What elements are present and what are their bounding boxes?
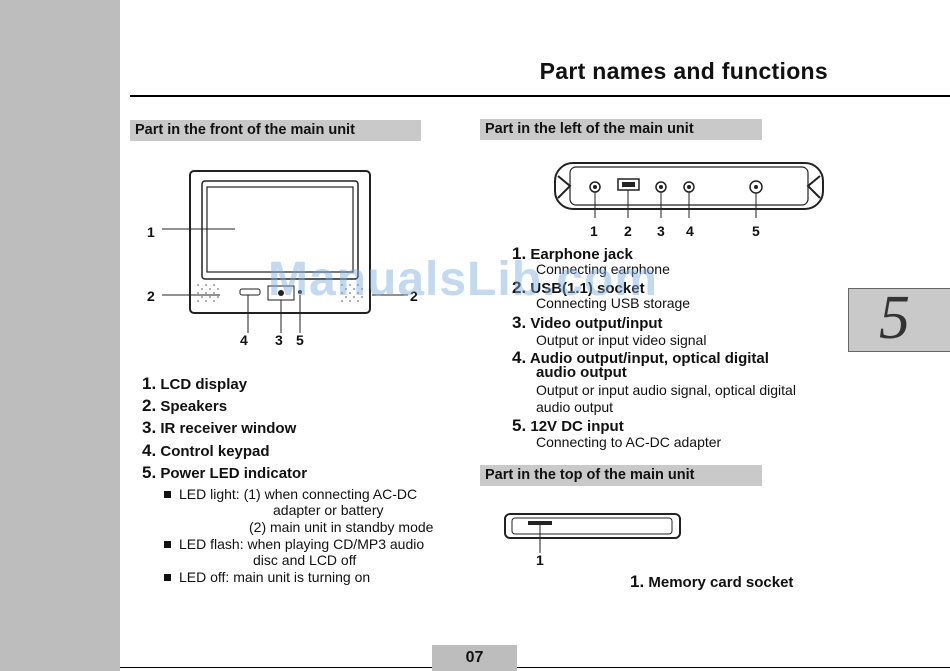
list-item: 1. LCD display (142, 374, 247, 394)
watermark: ManualsLib.com (268, 253, 659, 306)
item-number: 1. (142, 374, 157, 393)
footer-rule (120, 667, 950, 668)
front-callout-2: 2 (147, 288, 155, 304)
page-number: 07 (432, 645, 517, 671)
left-callout-2: 2 (624, 223, 632, 239)
led-note-light: LED light: (1) when connecting AC-DC (163, 486, 418, 502)
item-number: 4. (512, 348, 527, 367)
left-section-header: Part in the left of the main unit (480, 119, 762, 140)
item-label-cont: audio output (536, 364, 627, 381)
list-item: 1. Memory card socket (630, 572, 793, 592)
led-note-flash-cont: disc and LCD off (253, 552, 357, 568)
item-label: Earphone jack (530, 246, 633, 263)
list-item: 4. Control keypad (142, 441, 270, 461)
item-description: Connecting to AC-DC adapter (536, 434, 722, 450)
left-callout-1: 1 (590, 223, 598, 239)
list-item: 4. Audio output/input, optical digital (512, 348, 769, 368)
front-callout-3: 3 (275, 332, 283, 348)
top-section-header: Part in the top of the main unit (480, 465, 762, 486)
front-callout-1: 1 (147, 224, 155, 240)
front-section-header: Part in the front of the main unit (130, 120, 421, 141)
list-item: 3. Video output/input (512, 313, 663, 333)
item-description: Connecting earphone (536, 261, 670, 277)
led-note-flash: LED flash: when playing CD/MP3 audio (163, 536, 425, 552)
page-title: Part names and functions (539, 58, 828, 84)
item-number: 3. (512, 313, 527, 332)
item-label: Video output/input (530, 315, 663, 332)
item-description: Output or input video signal (536, 332, 707, 348)
item-label: 12V DC input (530, 418, 624, 435)
top-callout-1: 1 (536, 552, 544, 568)
item-label: IR receiver window (160, 420, 297, 437)
list-item: 2. Speakers (142, 396, 227, 416)
front-callout-5: 5 (296, 332, 304, 348)
item-number: 3. (142, 418, 157, 437)
item-number: 5. (142, 463, 157, 482)
led-note-off: LED off: main unit is turning on (163, 569, 371, 585)
left-callout-4: 4 (686, 223, 694, 239)
item-number: 5. (512, 416, 527, 435)
list-item: 1. Earphone jack (512, 244, 633, 264)
left-callout-5: 5 (752, 223, 760, 239)
led-note-light-cont: adapter or battery (273, 502, 384, 518)
top-side-diagram (504, 513, 681, 553)
item-label: USB(1.1) socket (530, 280, 645, 297)
item-description: Connecting USB storage (536, 295, 691, 311)
item-label: Control keypad (160, 443, 270, 460)
chapter-tab: 5 (848, 284, 950, 352)
item-number: 4. (142, 441, 157, 460)
item-label: Speakers (160, 398, 228, 415)
led-note-standby: (2) main unit in standby mode (249, 519, 434, 535)
list-item: 3. IR receiver window (142, 418, 296, 438)
left-side-diagram (554, 162, 824, 218)
list-item: 5. 12V DC input (512, 416, 624, 436)
item-label: LCD display (160, 376, 248, 393)
front-unit-diagram (162, 170, 408, 333)
item-description: Output or input audio signal, optical di… (536, 382, 796, 398)
front-callout-4: 4 (240, 332, 248, 348)
list-item: 5. Power LED indicator (142, 463, 307, 483)
item-label: Audio output/input, optical digital (529, 350, 769, 367)
left-margin-band (0, 0, 120, 671)
item-label: Memory card socket (648, 574, 794, 591)
item-description-cont: audio output (536, 399, 614, 415)
title-rule (130, 95, 950, 97)
item-number: 1. (630, 572, 645, 591)
left-callout-3: 3 (657, 223, 665, 239)
item-label: Power LED indicator (160, 465, 308, 482)
chapter-number: 5 (879, 284, 910, 352)
list-item: 2. USB(1.1) socket (512, 278, 645, 298)
item-number: 1. (512, 244, 527, 263)
item-number: 2. (142, 396, 157, 415)
item-number: 2. (512, 278, 527, 297)
front-callout-2b: 2 (410, 288, 418, 304)
